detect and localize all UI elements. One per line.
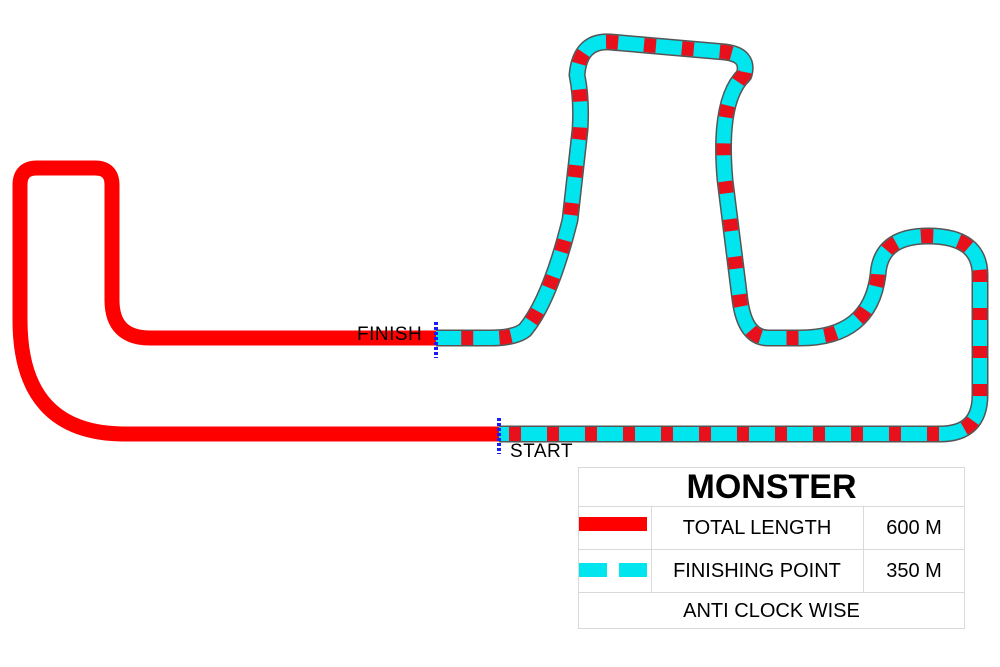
legend-label: TOTAL LENGTH (651, 507, 864, 549)
finish-label: FINISH (357, 324, 423, 345)
legend-row-finishing-point: FINISHING POINT 350 M (579, 549, 964, 592)
legend-title: MONSTER (686, 468, 857, 506)
finishing-point-track (436, 34, 987, 441)
finishing-point-swatch-1 (579, 563, 607, 577)
legend-value: 350 M (886, 559, 942, 582)
legend-label: FINISHING POINT (651, 550, 864, 592)
total-length-swatch (579, 517, 647, 531)
legend-table: MONSTER TOTAL LENGTH 600 M FINISHING POI… (578, 467, 965, 629)
legend-swatch-cell (579, 507, 652, 549)
legend-swatch-cell (579, 550, 652, 592)
finishing-point-swatch-2 (619, 563, 647, 577)
start-label: START (510, 441, 574, 462)
legend-value: 600 M (886, 516, 942, 539)
finishing-point-stripes (436, 34, 987, 441)
direction-label: ANTI CLOCK WISE (683, 599, 860, 622)
legend-row-total-length: TOTAL LENGTH 600 M (579, 506, 964, 549)
total-length-track (12, 160, 499, 442)
legend-row-direction: ANTI CLOCK WISE (579, 592, 964, 629)
